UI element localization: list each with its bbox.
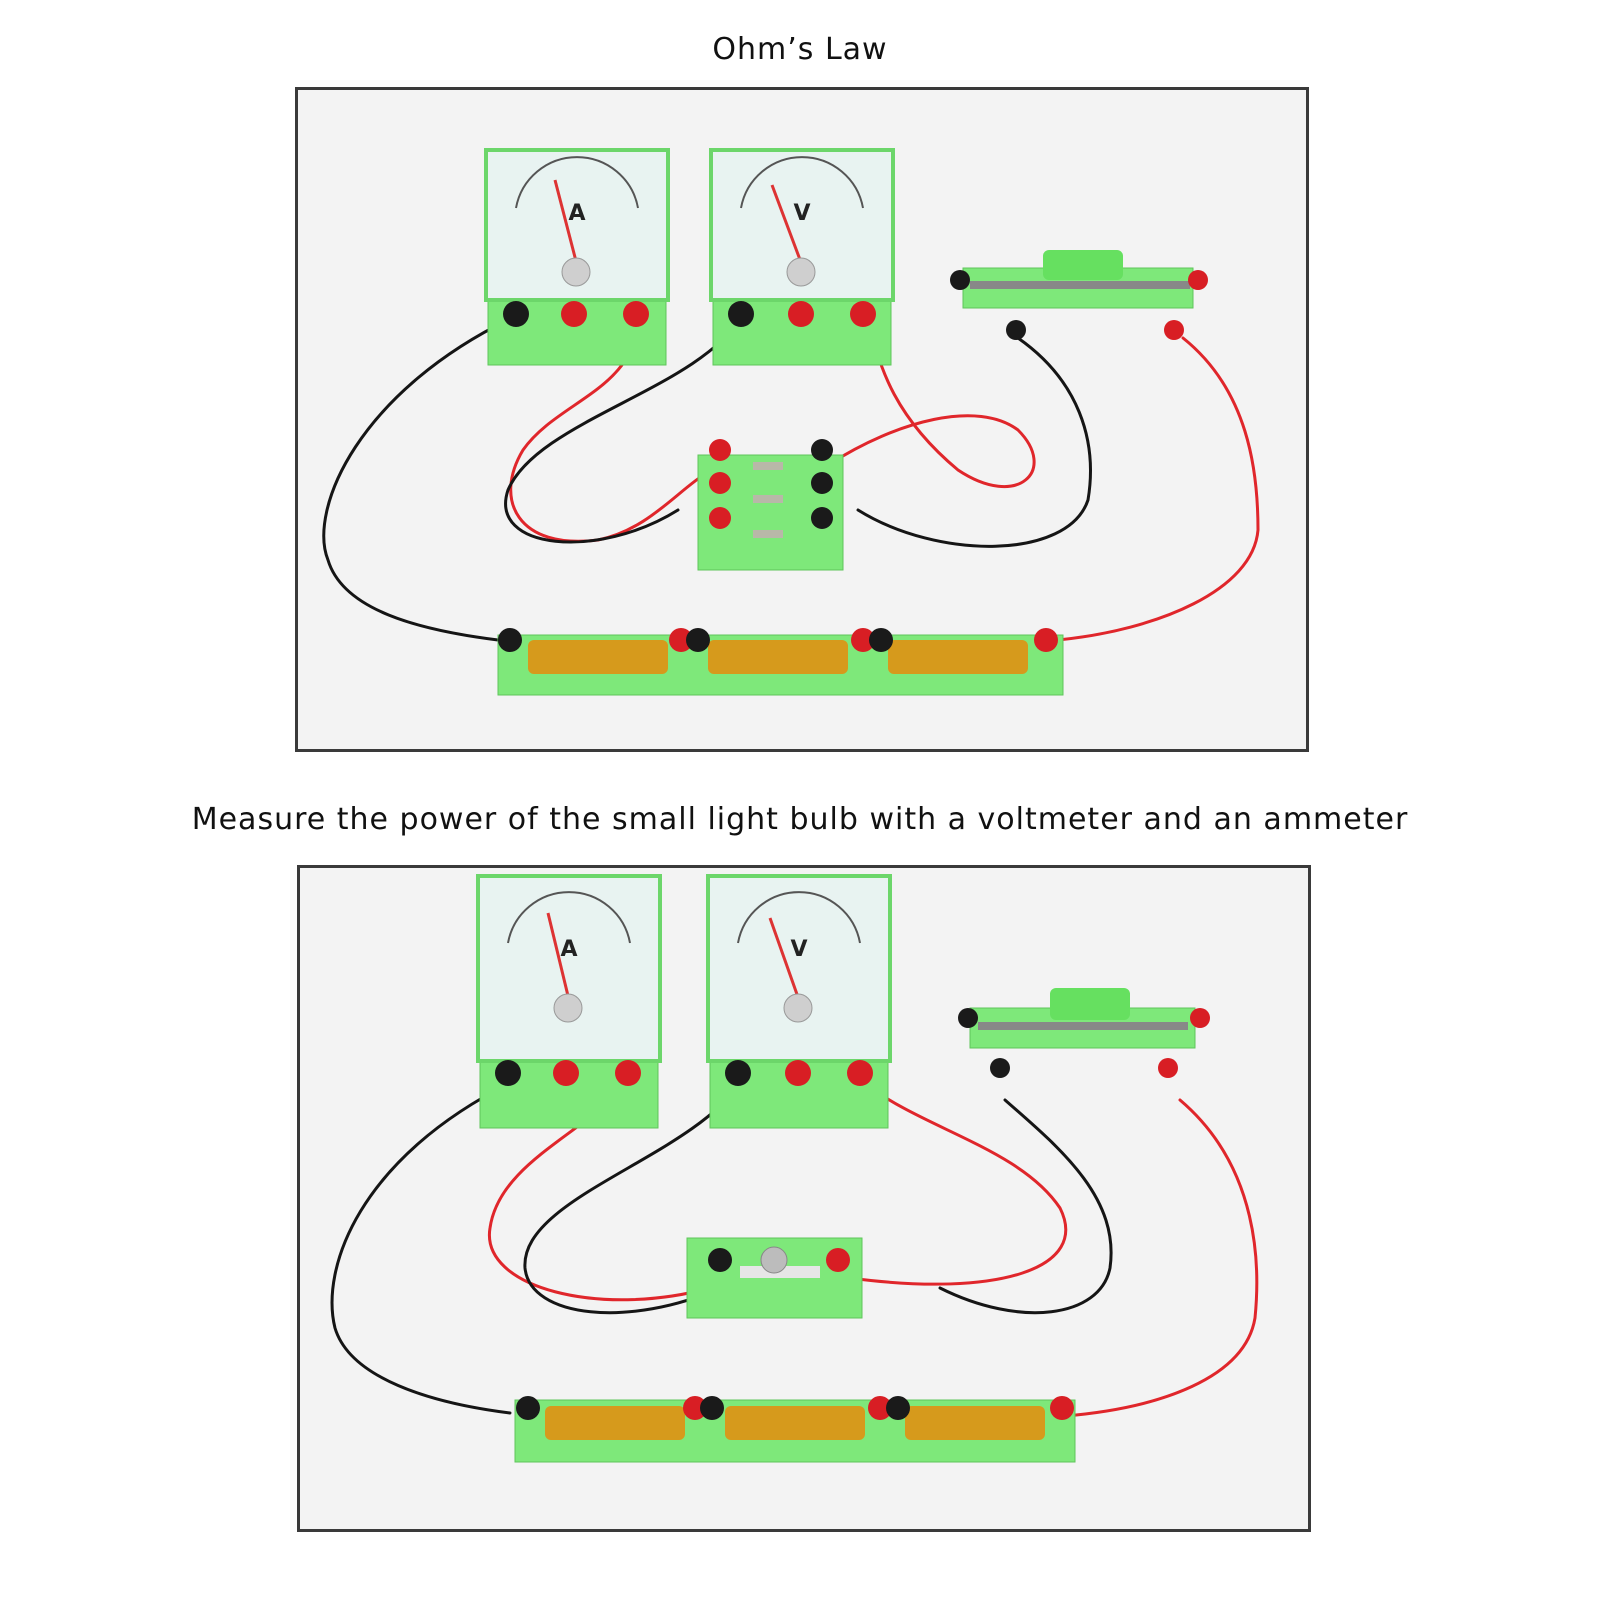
circuit-photo-bottom: A V	[330, 874, 1259, 1463]
wire-red	[1056, 336, 1260, 642]
terminal-red	[788, 301, 814, 327]
terminal-red	[623, 301, 649, 327]
ammeter: A	[476, 874, 662, 1129]
rheostat	[950, 250, 1208, 340]
voltmeter: V	[706, 874, 892, 1129]
light-bulb-icon	[760, 1246, 788, 1274]
light-bulb-board	[686, 1237, 863, 1319]
voltmeter-symbol: V	[793, 201, 810, 226]
wire-red	[826, 313, 1036, 489]
caption-light-bulb-power: Measure the power of the small light bul…	[191, 802, 1409, 837]
wire-black	[330, 1081, 512, 1415]
resistor-board	[697, 439, 844, 571]
voltmeter: V	[709, 148, 895, 366]
wire-red	[1063, 1098, 1259, 1418]
terminal-black	[1006, 320, 1026, 340]
photo-ohms-law-circuit: A V	[295, 87, 1309, 752]
terminal-black	[503, 301, 529, 327]
voltmeter-symbol: V	[790, 937, 807, 962]
wire-black	[523, 1081, 742, 1315]
caption-ohms-law: Ohm’s Law	[712, 32, 888, 67]
wire-black	[322, 313, 520, 642]
terminal-red	[1188, 270, 1208, 290]
terminal-black	[950, 270, 970, 290]
ammeter-symbol: A	[560, 937, 577, 962]
circuit-photo-top: A V	[322, 148, 1260, 696]
ammeter-symbol: A	[568, 201, 585, 226]
wire-red	[509, 313, 710, 543]
terminal-red	[1164, 320, 1184, 340]
ammeter: A	[484, 148, 670, 366]
wire-black	[504, 313, 745, 544]
terminal-black	[728, 301, 754, 327]
terminal-red	[561, 301, 587, 327]
battery-holder	[497, 628, 1064, 696]
wire-black	[856, 336, 1092, 548]
wire-black	[938, 1098, 1113, 1315]
battery-holder	[514, 1396, 1076, 1463]
terminal-red	[850, 301, 876, 327]
wire-red	[848, 1081, 1068, 1286]
rheostat	[958, 988, 1210, 1078]
photo-light-bulb-power-circuit: A V	[297, 865, 1311, 1532]
